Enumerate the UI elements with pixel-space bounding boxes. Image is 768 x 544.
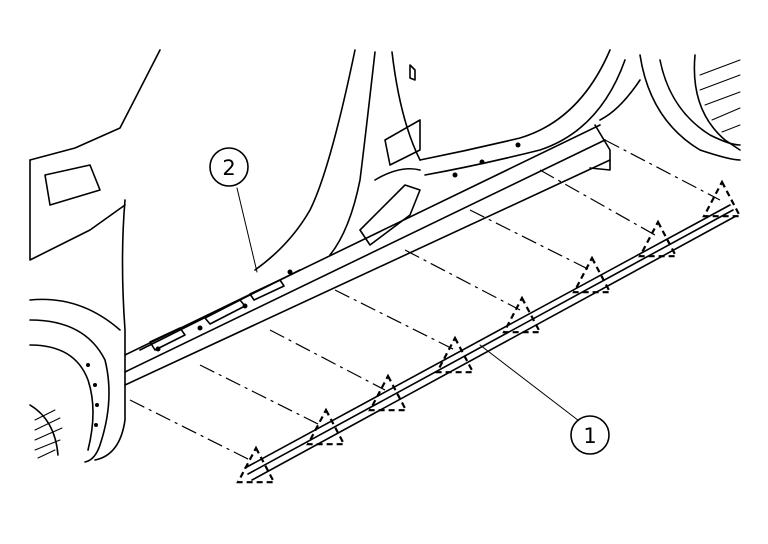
- sill-hole: [452, 172, 458, 178]
- clip-marker-icon: [502, 295, 542, 334]
- callout-label-2: 2: [222, 156, 235, 180]
- bolt-hole: [95, 403, 99, 407]
- clip-marker-icon: [306, 407, 346, 446]
- clip-markers: [236, 179, 742, 484]
- bolt-hole: [86, 363, 90, 367]
- sill-hole: [479, 159, 485, 165]
- callout-2: 2: [209, 147, 249, 187]
- sill-hole: [242, 303, 248, 309]
- bolt-hole: [93, 383, 97, 387]
- sill-hole: [515, 142, 521, 148]
- callout-label-1: 1: [583, 424, 596, 448]
- sill-hole: [155, 346, 161, 352]
- clip-marker-icon: [236, 445, 276, 484]
- clip-marker-icon: [435, 335, 475, 374]
- clip-marker-icon: [368, 373, 408, 412]
- callout-circle: [570, 415, 610, 455]
- rear-body-panel: [29, 49, 161, 463]
- callout-circle: [209, 147, 249, 187]
- inner-sill-panel: [124, 124, 611, 386]
- side-sill-cover: [244, 204, 737, 481]
- center-pillar: [254, 49, 421, 271]
- sill-hole: [287, 269, 293, 275]
- clip-marker-icon: [702, 179, 742, 218]
- leader-lines: [236, 187, 584, 425]
- callout-1: 1: [570, 415, 610, 455]
- sill-hole: [197, 325, 203, 331]
- bolt-hole: [94, 423, 98, 427]
- alignment-lines: [129, 139, 721, 461]
- clip-marker-icon: [638, 219, 678, 258]
- front-door-frame: [419, 49, 641, 176]
- front-wheel-arch: [639, 54, 741, 161]
- clip-marker-icon: [572, 255, 612, 294]
